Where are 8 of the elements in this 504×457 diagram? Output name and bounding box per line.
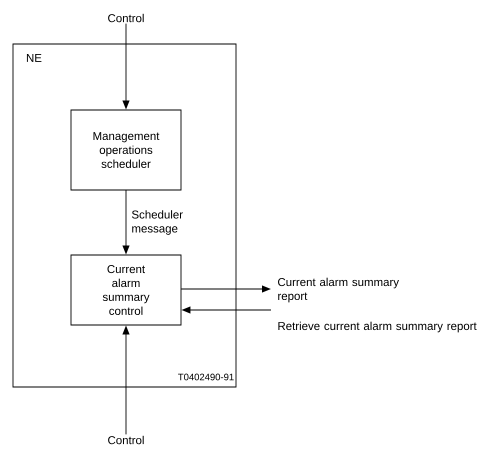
process-box: Current alarm summary control [70, 254, 182, 326]
control-label: Control [108, 14, 144, 22]
signal-label: Current alarm summary report [278, 278, 399, 302]
figure-code: T0402490-91 [178, 374, 234, 380]
control-label: Control [108, 436, 144, 444]
edge-label: Scheduler message [132, 210, 183, 235]
signal-label: Retrieve current alarm summary report [278, 322, 477, 332]
process-box: Management operations scheduler [70, 110, 182, 190]
